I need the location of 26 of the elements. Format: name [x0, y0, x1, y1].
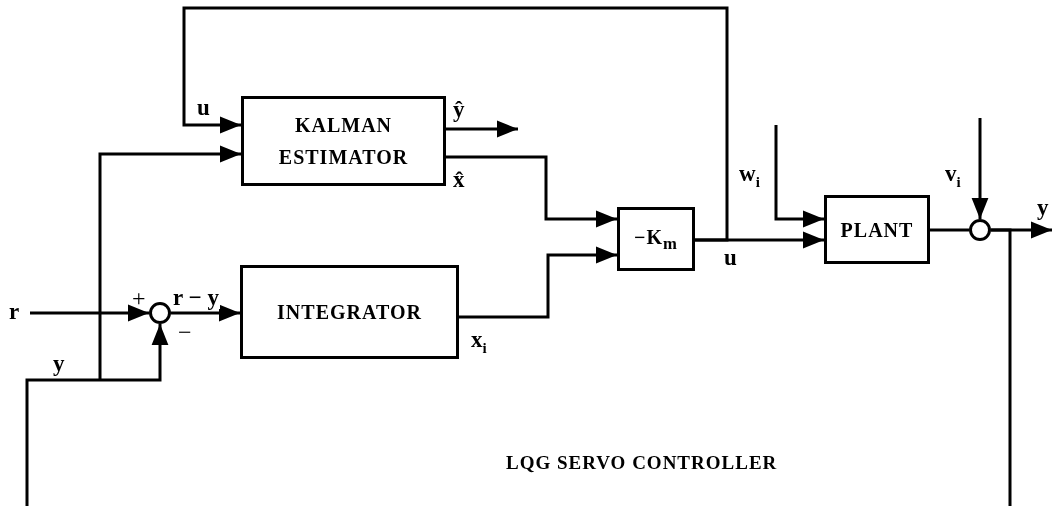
signal-line: [930, 228, 969, 232]
signal-arrow: [98, 145, 241, 380]
process-block: [240, 265, 459, 359]
block-label: INTEGRATOR: [277, 300, 422, 325]
sign-label: −: [178, 320, 192, 344]
process-block: [241, 96, 446, 186]
block-label: −K$_{m}$: [634, 224, 678, 255]
sign-label: +: [132, 286, 146, 310]
signal-arrow: [774, 125, 824, 228]
process-block: [824, 195, 930, 264]
summing-junction: [969, 219, 991, 241]
signal-line: [991, 228, 1012, 506]
signal-arrow: [171, 304, 240, 322]
summing-junction: [149, 302, 171, 324]
signal-arrow: [30, 304, 149, 322]
process-block: [617, 207, 695, 271]
signal-arrow: [25, 324, 169, 506]
diagram-caption: LQG SERVO CONTROLLER: [506, 452, 778, 474]
block-label: KALMAN ESTIMATOR: [277, 113, 410, 170]
block-label: PLANT: [840, 217, 914, 243]
signal-arrow: [446, 120, 518, 138]
signal-arrow: [971, 118, 989, 219]
signal-label: ŷ: [452, 98, 466, 121]
signal-arrow: [182, 6, 729, 242]
signal-arrow: [446, 155, 617, 228]
signal-arrow: [459, 246, 617, 319]
